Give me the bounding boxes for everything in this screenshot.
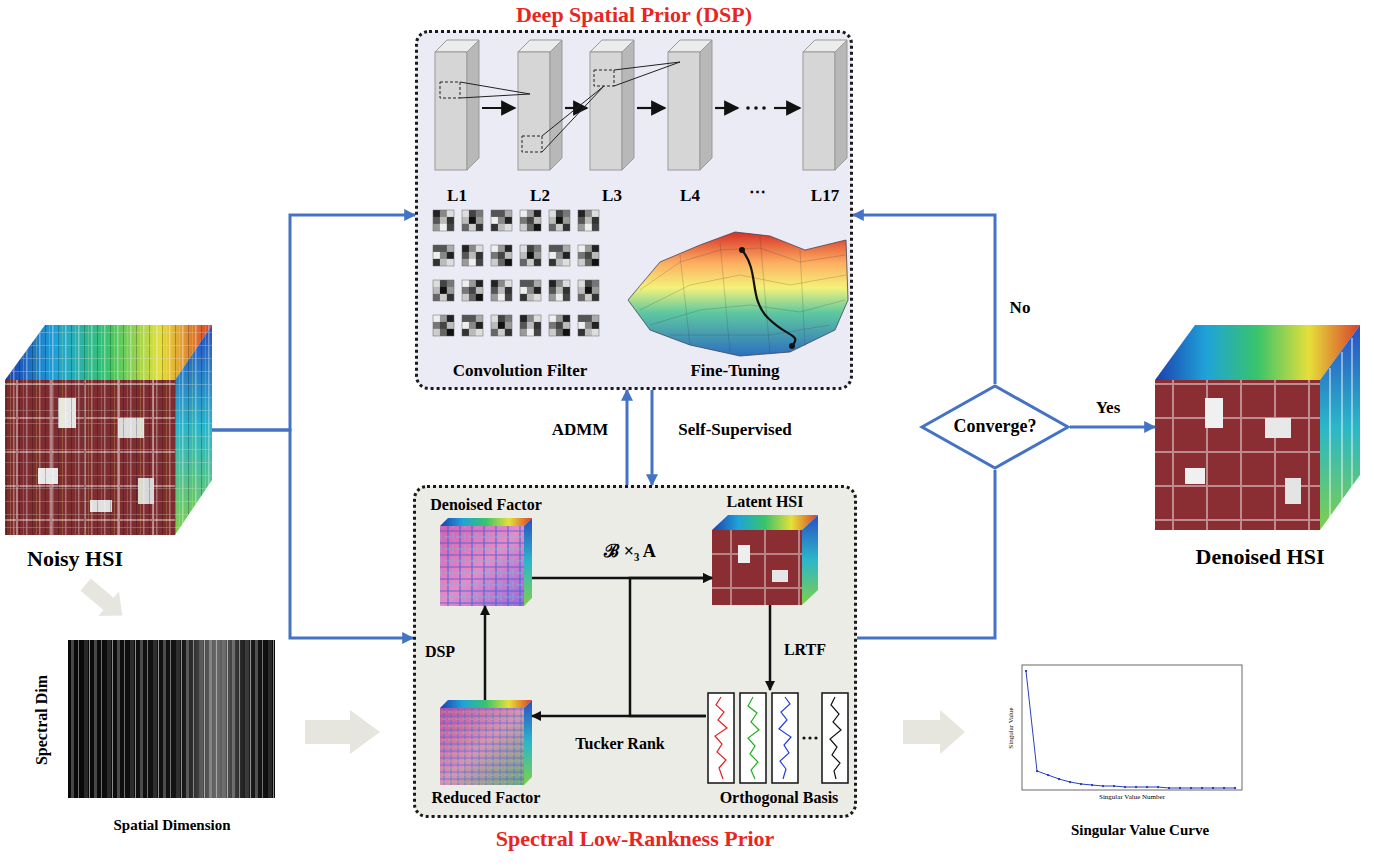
connector-arrow: [626, 390, 629, 485]
text-label: L4: [680, 187, 700, 206]
node-title: Deep Spatial Prior (DSP): [516, 3, 752, 27]
edge-label: ℬ ×₃ A: [604, 542, 656, 562]
node-title: Converge?: [954, 417, 1037, 437]
text-label: Singular Value: [1008, 707, 1016, 748]
text-label: Spectral Dim: [33, 675, 51, 765]
node-title: Latent HSI: [727, 493, 804, 511]
connector-arrow: [769, 605, 772, 690]
edge-label: No: [1010, 299, 1031, 318]
text-label: ⋯: [749, 183, 766, 202]
layer-arrows: [482, 107, 800, 109]
edge-label: ADMM: [552, 421, 609, 440]
node-title: Orthogonal Basis: [720, 789, 839, 807]
connector-arrow: [484, 606, 487, 700]
text-label: Singular Value Curve: [1071, 822, 1209, 839]
node-title: Denoised Factor: [430, 496, 542, 514]
connector-arrow: [212, 215, 415, 430]
ellipsis-dots: [746, 106, 766, 110]
factor-image: Reduced Factor: [440, 700, 532, 785]
denoised-cube: [1155, 325, 1360, 530]
text-label: Spatial Dimension: [113, 817, 230, 834]
hsi-cube: Noisy HSI: [5, 325, 212, 535]
text-label: L1: [447, 187, 467, 206]
connector-arrow: [1070, 426, 1155, 429]
text-label: L3: [602, 187, 622, 206]
connector-arrow: [857, 470, 995, 638]
network-layers: [435, 40, 847, 170]
node-title: Reduced Factor: [432, 789, 541, 807]
connector-arrow: [630, 578, 712, 716]
panel-fill: [414, 31, 856, 817]
decision-diamond: Converge?: [920, 384, 1070, 470]
edge-label: DSP: [425, 643, 455, 661]
factor-images: [440, 515, 818, 785]
singular-value-plot: [1022, 665, 1242, 790]
convolution-filters: [433, 210, 599, 336]
edge-label: Yes: [1096, 399, 1121, 418]
text-label: Convolution Filter: [453, 362, 588, 381]
latent-cube: Latent HSI: [712, 515, 818, 605]
spectral-image: [68, 640, 275, 798]
hsi-cube: Denoised HSI: [1155, 325, 1360, 535]
node-title: Noisy HSI: [27, 547, 123, 571]
noisy-cube: [5, 325, 212, 535]
edge-label: LRTF: [784, 641, 826, 659]
connector-arrow: [853, 215, 995, 384]
basis-vectors: [708, 693, 848, 783]
loss-surface: [628, 232, 848, 356]
receptive-field: [440, 62, 680, 152]
diamond-shape: [922, 386, 1068, 468]
connector-arrow: [651, 390, 654, 485]
edge-label: Tucker Rank: [575, 735, 664, 753]
prior-panel: Deep Spatial Prior (DSP): [415, 30, 853, 390]
text-label: Singular Value Number: [1099, 794, 1165, 802]
edge-label: Self-Supervised: [678, 421, 791, 440]
text-label: L17: [811, 187, 839, 206]
basis-plot: Orthogonal Basis: [706, 690, 852, 785]
text-label: L2: [530, 187, 550, 206]
text-label: Fine-Tuning: [690, 362, 779, 381]
node-title: Denoised HSI: [1196, 545, 1325, 569]
connector-arrow: [212, 430, 413, 638]
factor-image: Denoised Factor: [440, 518, 532, 606]
node-title: Spectral Low-Rankness Prior: [496, 827, 775, 851]
